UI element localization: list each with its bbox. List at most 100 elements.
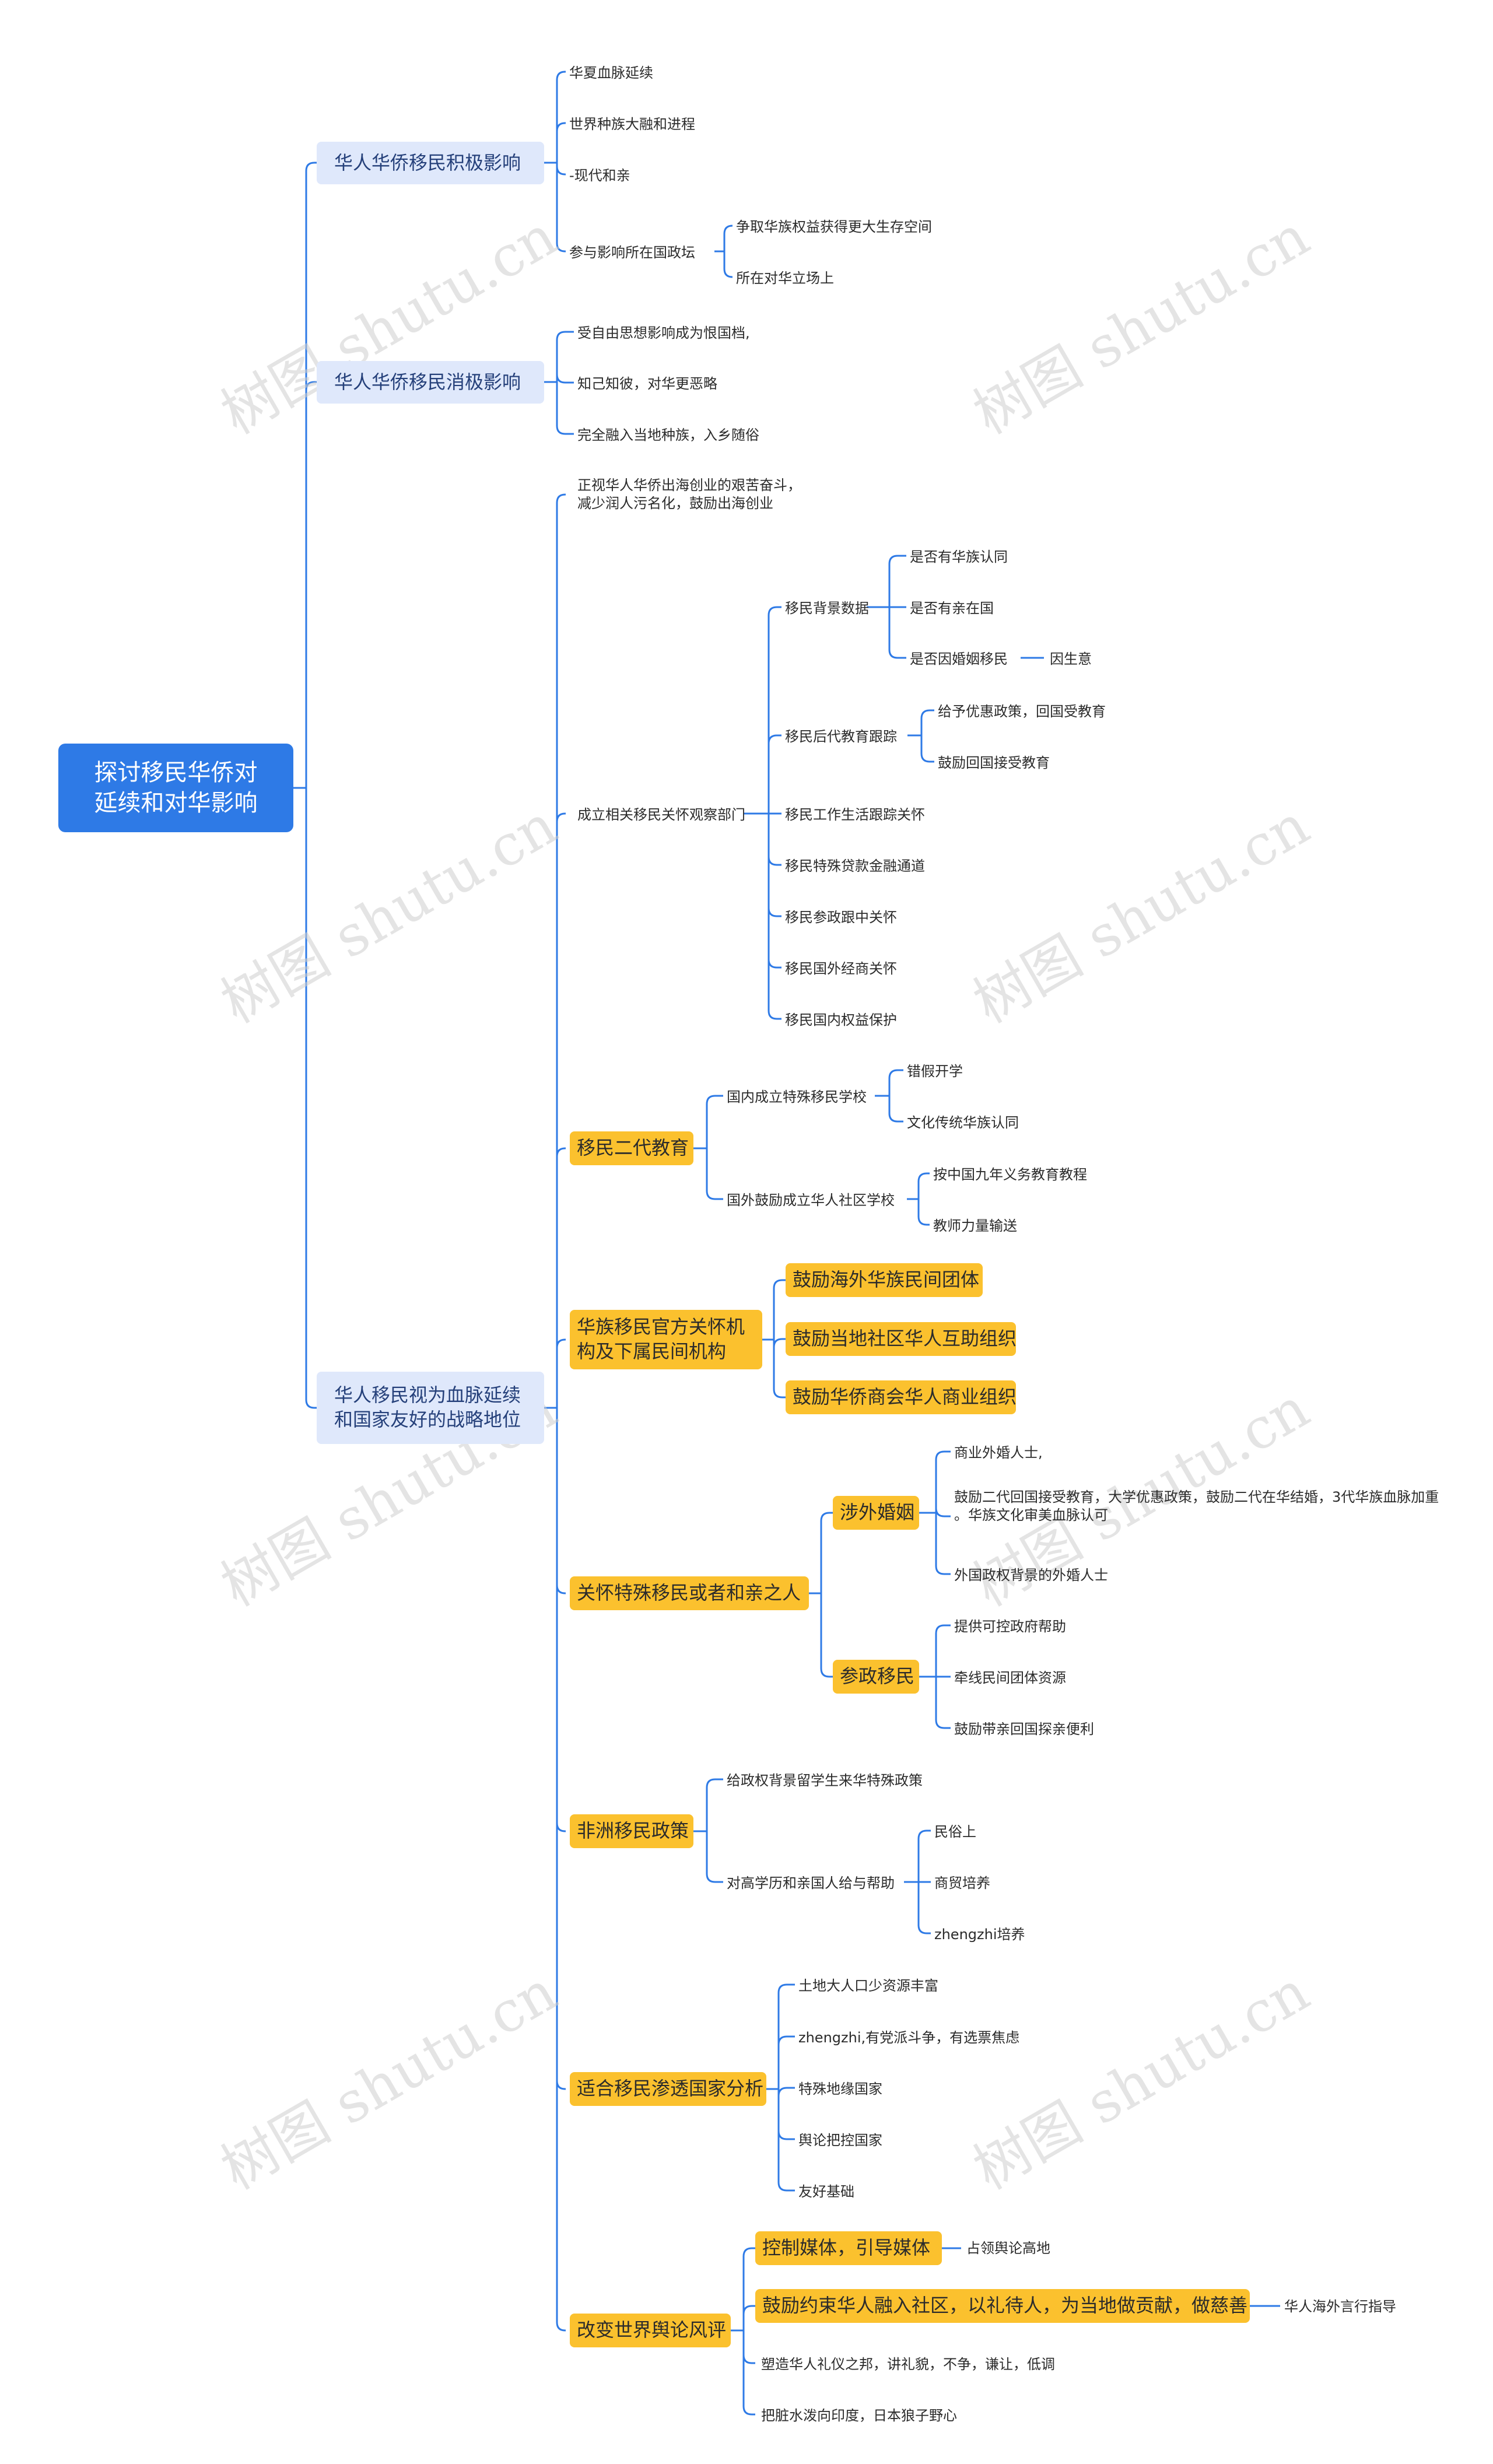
strategic-connector [556,1408,566,1832]
strategic-intro[interactable]: 正视华人华侨出海创业的艰苦奋斗， 减少润人污名化，鼓励出海创业 [577,477,801,512]
abroad-item[interactable]: 按中国九年义务教育教程 [933,1166,1087,1183]
country-item[interactable]: zhengzhi,有党派斗争，有选票焦虑 [798,2030,1020,2046]
politics-item[interactable]: 牵线民间团体资源 [954,1670,1066,1686]
political-migrants[interactable]: 参政移民 [833,1660,919,1694]
media-control[interactable]: 控制媒体，引导媒体 [755,2231,942,2265]
topic-special-migrants[interactable]: 关怀特殊移民或者和亲之人 [570,1576,809,1610]
politics-sub-item[interactable]: 争取华族权益获得更大生存空间 [736,219,932,235]
marriage-item[interactable]: 外国政权背景的外婚人士 [954,1567,1108,1583]
domestic-school[interactable]: 国内成立特殊移民学校 [727,1089,867,1105]
education-track[interactable]: 移民后代教育跟踪 [785,728,897,745]
community-integration[interactable]: 鼓励约束华人融入社区，以礼待人，为当地做贡献，做慈善 [755,2289,1250,2323]
africa-help-item[interactable]: 民俗上 [934,1824,976,1840]
official-connector [773,1338,786,1348]
background-connector [888,607,906,659]
topic-strategic-position[interactable]: 华人移民视为血脉延续 和国家友好的战略地位 [317,1372,544,1444]
negative-connector [556,331,574,382]
negative-item[interactable]: 受自由思想影响成为恨国档, [577,325,750,341]
topic-negative-impact[interactable]: 华人华侨移民消极影响 [317,361,544,404]
observation-connector [767,734,781,814]
opinion-item[interactable]: 塑造华人礼仪之邦，讲礼貌，不争，谦让，低调 [761,2356,1055,2372]
domestic-item[interactable]: 错假开学 [907,1063,963,1079]
topic-africa-policy[interactable]: 非洲移民政策 [570,1814,693,1848]
positive-item[interactable]: 世界种族大融和进程 [569,116,695,132]
countries-connector [777,2089,795,2192]
country-item[interactable]: 舆论把控国家 [798,2132,882,2148]
africa-item[interactable]: 对高学历和亲国人给与帮助 [727,1875,895,1891]
africa-help-item[interactable]: 商贸培养 [934,1875,990,1891]
domestic-connector [888,1069,903,1096]
negative-item[interactable]: 完全融入当地种族，入乡随俗 [577,427,759,443]
root-connector [305,381,317,788]
community-note[interactable]: 华人海外言行指导 [1284,2298,1396,2315]
negative-item[interactable]: 知己知彼，对华更恶略 [577,376,717,392]
africa-help-connector [917,1829,931,1882]
africa-connector [706,1778,723,1831]
background-item[interactable]: 是否有亲在国 [910,600,994,616]
abroad-school[interactable]: 国外鼓励成立华人社区学校 [727,1192,895,1208]
country-item[interactable]: 友好基础 [798,2183,854,2200]
observation-connector [767,814,781,969]
politics-migrant-connector [935,1677,951,1729]
official-item[interactable]: 鼓励海外华族民间团体 [786,1263,983,1297]
topic-positive-impact[interactable]: 华人华侨移民积极影响 [317,142,544,184]
observation-item[interactable]: 移民国外经商关怀 [785,961,897,977]
politics-item[interactable]: 提供可控政府帮助 [954,1618,1066,1635]
observation-connector [767,814,781,866]
root-topic[interactable]: 探讨移民华侨对 延续和对华影响 [58,744,293,832]
africa-connector [706,1831,723,1883]
observation-item[interactable]: 移民工作生活跟踪关怀 [785,807,925,823]
countries-connector [777,2087,795,2097]
official-item[interactable]: 鼓励当地社区华人互助组织 [786,1322,1017,1356]
politics-sub-item[interactable]: 所在对华立场上 [736,270,834,286]
country-item[interactable]: 特殊地缘国家 [798,2081,882,2097]
background-item[interactable]: 是否因婚姻移民 [910,651,1008,667]
strategic-connector [556,1408,566,2332]
observation-connector [767,606,781,814]
marriage-item[interactable]: 鼓励二代回国接受教育，大学优惠政策，鼓励二代在华结婚，3代华族血脉加重 。华族文… [954,1489,1439,1524]
positive-connector [556,71,566,163]
official-item[interactable]: 鼓励华侨商会华人商业组织 [786,1380,1017,1414]
strategic-connector [556,493,566,1408]
positive-item[interactable]: 参与影响所在国政坛 [569,244,695,261]
background-data[interactable]: 移民背景数据 [785,600,869,616]
marriage-connector [935,1508,951,1517]
observation-item[interactable]: 移民参政跟中关怀 [785,909,897,926]
domestic-item[interactable]: 文化传统华族认同 [907,1114,1019,1131]
positive-item[interactable]: -现代和亲 [569,167,630,184]
country-item[interactable]: 土地大人口少资源丰富 [798,1978,938,1994]
second-gen-connector [706,1148,723,1200]
africa-item[interactable]: 给政权背景留学生来华特殊政策 [727,1772,923,1789]
topic-official-institutions[interactable]: 华族移民官方关怀机 构及下属民间机构 [570,1310,762,1369]
education-item[interactable]: 给予优惠政策，回国受教育 [938,703,1106,720]
opinion-connector [742,2305,755,2330]
observation-dept[interactable]: 成立相关移民关怀观察部门 [577,807,745,823]
official-connector [773,1279,786,1340]
observation-item[interactable]: 移民特殊贷款金融通道 [785,858,925,874]
observation-item[interactable]: 移民国内权益保护 [785,1012,897,1028]
background-item[interactable]: 是否有华族认同 [910,549,1008,565]
topic-country-analysis[interactable]: 适合移民渗透国家分析 [570,2072,766,2106]
negative-connector [556,374,574,384]
education-connector [920,735,934,763]
media-note[interactable]: 占领舆论高地 [966,2240,1050,2256]
official-connector [773,1340,786,1399]
politics-migrant-connector [935,1624,951,1677]
education-item[interactable]: 鼓励回国接受教育 [938,755,1050,771]
root-connector [305,162,317,788]
opinion-connector [742,2330,755,2364]
marriage-item[interactable]: 商业外婚人士, [954,1445,1043,1461]
africa-help-item[interactable]: zhengzhi培养 [934,1926,1025,1943]
strategic-connector [556,812,566,1408]
positive-item[interactable]: 华夏血脉延续 [569,65,653,81]
politics-item[interactable]: 鼓励带亲回国探亲便利 [954,1721,1094,1737]
marriage-migrants[interactable]: 涉外婚姻 [833,1496,919,1530]
opinion-item[interactable]: 把脏水泼向印度，日本狼子野心 [761,2407,957,2424]
special-connector [820,1512,833,1593]
topic-world-opinion[interactable]: 改变世界舆论风评 [570,2314,731,2347]
abroad-item[interactable]: 教师力量输送 [933,1218,1017,1234]
strategic-connector [556,1338,566,1408]
background-note[interactable]: 因生意 [1050,651,1092,667]
topic-second-gen-education[interactable]: 移民二代教育 [570,1131,693,1165]
marriage-connector [935,1450,951,1513]
